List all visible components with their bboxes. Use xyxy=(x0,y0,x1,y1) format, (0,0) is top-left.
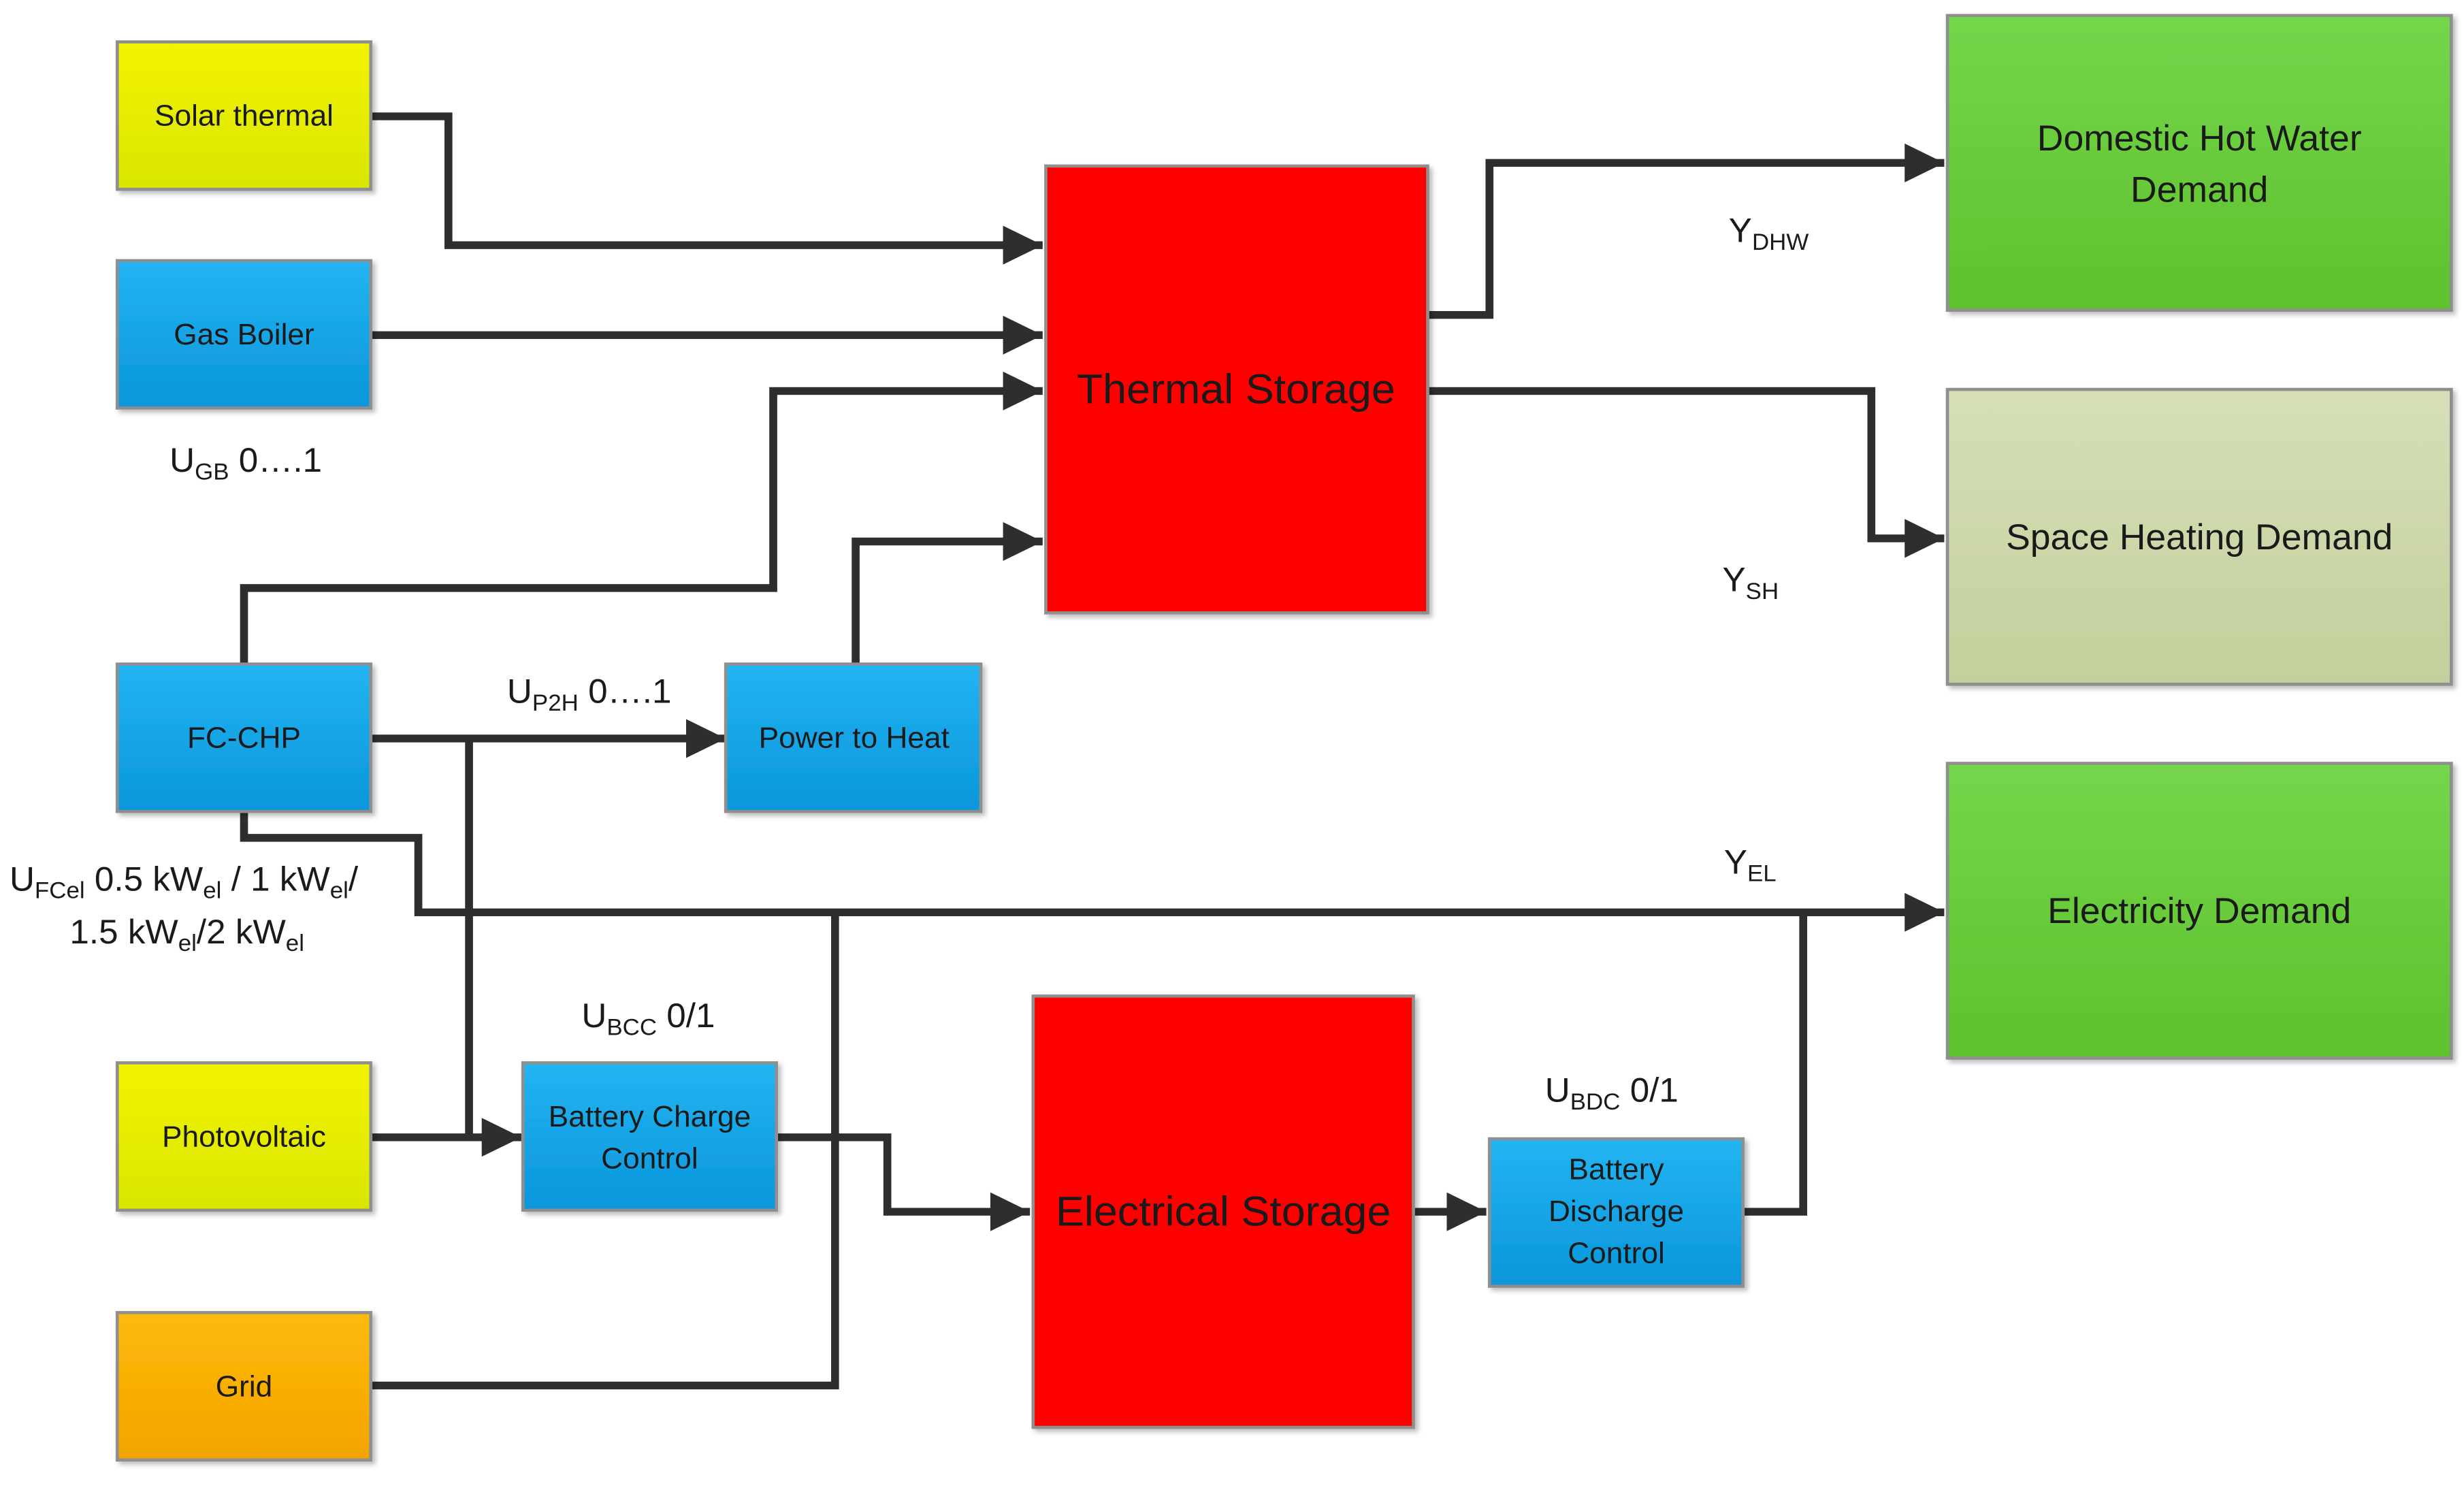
line-grid-to-electric-bus xyxy=(370,912,839,1390)
solar-thermal-block[interactable]: Solar thermal xyxy=(115,40,373,191)
fc-chp-label: FC-CHP xyxy=(187,722,301,754)
y-el-label: YEL xyxy=(1724,843,1777,887)
battery-charge-control-label-1: Battery Charge xyxy=(549,1100,751,1133)
electricity-demand-block[interactable]: Electricity Demand xyxy=(1945,762,2453,1060)
electricity-demand-label: Electricity Demand xyxy=(2047,892,2351,931)
u-bcc-label: UBCC 0/1 xyxy=(581,996,715,1040)
electrical-storage-block[interactable]: Electrical Storage xyxy=(1031,994,1415,1429)
battery-discharge-control-block[interactable]: Battery Discharge Control xyxy=(1487,1137,1745,1288)
connections xyxy=(240,112,1945,1390)
line-battery-charge-to-storage xyxy=(776,1133,1031,1231)
line-p2h-to-thermal-storage xyxy=(852,522,1043,664)
u-p2h-label: UP2H 0….1 xyxy=(507,672,672,716)
battery-discharge-control-label-2: Discharge xyxy=(1549,1195,1684,1227)
dhw-demand-label-1: Domestic Hot Water xyxy=(2037,119,2362,159)
gas-boiler-label: Gas Boiler xyxy=(174,318,314,351)
grid-block[interactable]: Grid xyxy=(115,1311,373,1462)
gas-boiler-block[interactable]: Gas Boiler xyxy=(115,259,373,410)
y-sh-label: YSH xyxy=(1723,560,1779,604)
thermal-storage-block[interactable]: Thermal Storage xyxy=(1044,164,1429,615)
u-gb-label: UGB 0….1 xyxy=(169,440,322,485)
battery-charge-control-label-2: Control xyxy=(601,1142,698,1175)
line-fcchp-electric-to-demand xyxy=(240,811,1945,932)
line-discharge-to-electric-bus xyxy=(1742,912,1808,1216)
u-fcel-label-line2: 1.5 kWel/2 kWel xyxy=(69,912,304,956)
fc-chp-block[interactable]: FC-CHP xyxy=(115,662,373,813)
line-fcchp-heat-to-thermal-storage xyxy=(240,371,1043,664)
photovoltaic-label: Photovoltaic xyxy=(162,1120,326,1153)
grid-label: Grid xyxy=(216,1370,273,1403)
solar-thermal-label: Solar thermal xyxy=(155,99,334,132)
space-heating-demand-label: Space Heating Demand xyxy=(2006,517,2393,557)
battery-discharge-control-label-3: Control xyxy=(1568,1237,1665,1269)
electrical-storage-label: Electrical Storage xyxy=(1056,1188,1391,1235)
u-fcel-label-line1: UFCel 0.5 kWel / 1 kWel/ xyxy=(10,860,359,904)
y-dhw-label: YDHW xyxy=(1729,211,1809,255)
space-heating-demand-block[interactable]: Space Heating Demand xyxy=(1945,387,2453,686)
photovoltaic-block[interactable]: Photovoltaic xyxy=(115,1061,373,1212)
line-thermal-to-space-heating xyxy=(1427,387,1945,558)
thermal-storage-label: Thermal Storage xyxy=(1077,366,1395,412)
u-bdc-label: UBDC 0/1 xyxy=(1545,1071,1679,1115)
line-thermal-to-dhw xyxy=(1427,143,1945,319)
power-to-heat-label: Power to Heat xyxy=(759,722,950,754)
battery-discharge-control-label-1: Battery xyxy=(1568,1153,1664,1186)
battery-charge-control-block[interactable]: Battery Charge Control xyxy=(521,1061,779,1212)
dhw-demand-label-2: Demand xyxy=(2130,170,2268,210)
line-solar-to-thermal-storage xyxy=(370,112,1043,265)
power-to-heat-block[interactable]: Power to Heat xyxy=(724,662,983,813)
dhw-demand-block[interactable]: Domestic Hot Water Demand xyxy=(1945,14,2453,312)
